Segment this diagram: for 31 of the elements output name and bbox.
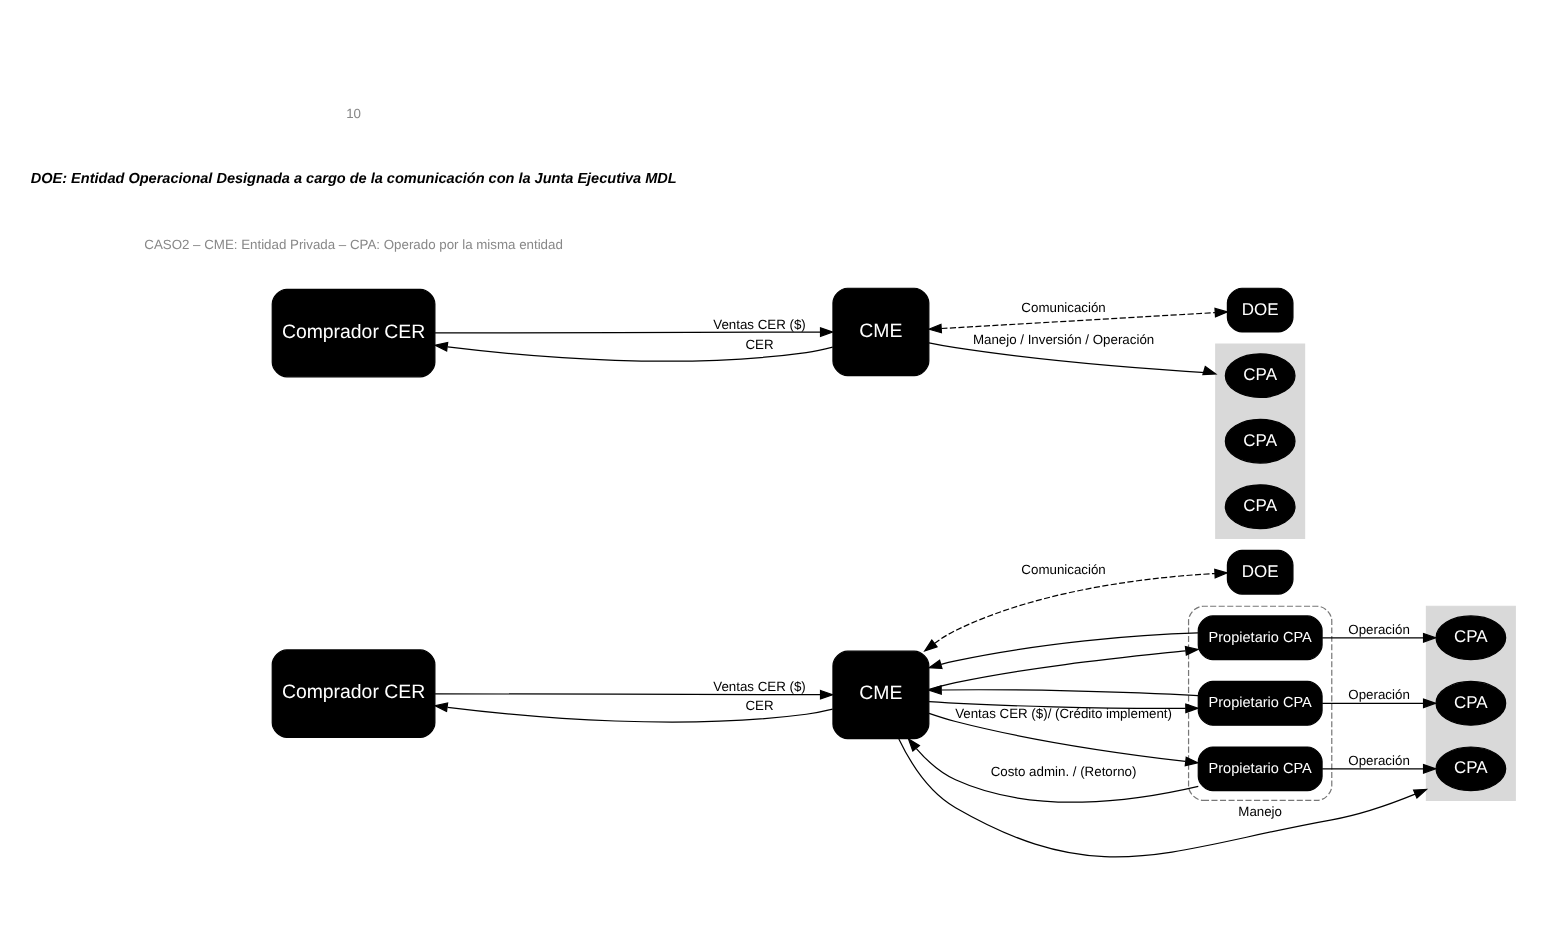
node-ellipse: CPA <box>1435 746 1507 792</box>
arrow <box>928 700 1200 714</box>
arrow <box>433 341 834 362</box>
arrow <box>928 645 1200 690</box>
cluster <box>1215 343 1306 539</box>
node-ellipse: CPA <box>1224 484 1296 530</box>
arrow <box>923 568 1229 652</box>
node-box: CME <box>832 287 930 377</box>
arrow <box>928 342 1218 376</box>
node-box: DOE <box>1226 549 1294 595</box>
arrow <box>434 327 835 338</box>
arrow <box>1321 632 1438 643</box>
arrow <box>927 632 1199 670</box>
node-ellipse: CPA <box>1224 418 1296 464</box>
node-ellipse: CPA <box>1435 615 1507 661</box>
node-ellipse: CPA <box>1435 680 1507 726</box>
arrow <box>1321 763 1438 774</box>
arrow <box>928 712 1200 767</box>
node-ellipse: CPA <box>1224 353 1296 399</box>
arrow <box>927 684 1199 697</box>
node-box: DOE <box>1226 287 1294 333</box>
arrow <box>434 689 835 700</box>
arrow <box>927 307 1230 334</box>
node-box: Comprador CER <box>271 649 436 738</box>
node-box: CME <box>832 650 930 740</box>
arrow <box>1321 698 1438 709</box>
cluster <box>1425 605 1516 802</box>
arrow <box>907 737 1199 803</box>
arrow <box>433 702 834 723</box>
arrow <box>898 738 1429 858</box>
node-box: Comprador CER <box>271 288 436 378</box>
